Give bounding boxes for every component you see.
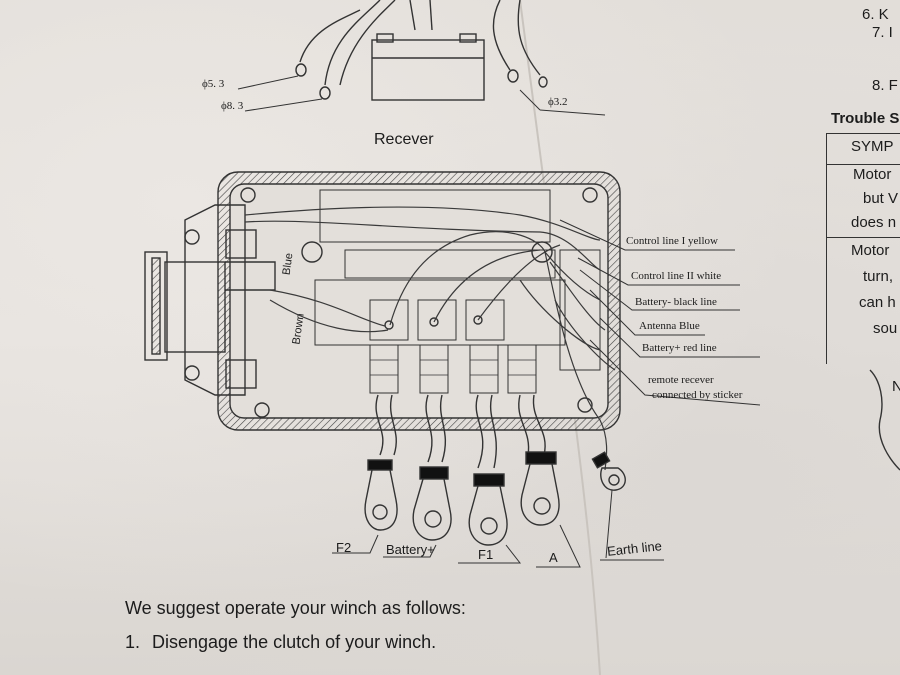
- terminal-label-lines: [332, 489, 664, 568]
- wiring: [244, 206, 616, 471]
- callout-battery-minus: Battery- black line: [635, 296, 717, 308]
- instruction-step-1-text: Disengage the clutch of your winch.: [152, 632, 437, 652]
- trouble-heading: Trouble S: [831, 110, 900, 127]
- callout-remote-receiver: remote recever: [648, 374, 714, 386]
- trouble-col-symptom: SYMP: [851, 138, 894, 155]
- terminal-label-f2: F2: [336, 540, 352, 555]
- callout-leaders: [559, 219, 761, 406]
- diameter-label-5-3: ϕ5. 3: [202, 78, 225, 90]
- terminal-label-a: A: [549, 550, 558, 565]
- plug-connector: [144, 204, 276, 396]
- right-bottom-fragment: N: [892, 378, 900, 395]
- callout-control-line-2: Control line II white: [631, 270, 722, 282]
- receiver-box: [217, 171, 621, 431]
- terminal-label-battery-plus: Battery+: [386, 542, 435, 557]
- callout-connected-by-sticker: connected by sticker: [652, 389, 743, 401]
- right-list-item-8: 8. F: [872, 77, 898, 94]
- diameter-label-8-3: ϕ8. 3: [221, 100, 244, 112]
- trouble-table: SYMP Motor but V does n Motor turn, can …: [826, 133, 900, 364]
- trouble-cell-2c: can h: [859, 294, 896, 311]
- terminal-label-f1: F1: [478, 547, 494, 562]
- instruction-step-1-number: 1.: [125, 632, 141, 652]
- callout-control-line-1: Control line I yellow: [626, 235, 718, 247]
- trouble-cell-2a: Motor: [851, 242, 890, 259]
- trouble-cell-1c: does n: [851, 214, 897, 231]
- top-receiver-drawing: [237, 0, 606, 116]
- instructions-heading: We suggest operate your winch as follows…: [125, 598, 466, 618]
- cable-lugs: [364, 394, 626, 546]
- trouble-cell-1b: but V: [863, 190, 899, 207]
- diameter-label-3-2: ϕ3.2: [548, 96, 568, 108]
- right-list-item-7: 7. I: [872, 24, 893, 41]
- trouble-cell-2b: turn,: [863, 268, 894, 285]
- trouble-cell-1a: Motor: [853, 166, 892, 183]
- trouble-cell-2d: sou: [873, 320, 898, 337]
- callout-antenna: Antenna Blue: [639, 320, 700, 332]
- callout-battery-plus: Battery+ red line: [642, 342, 717, 354]
- right-list-item-6: 6. K: [862, 6, 889, 23]
- receiver-title: Recever: [374, 131, 434, 148]
